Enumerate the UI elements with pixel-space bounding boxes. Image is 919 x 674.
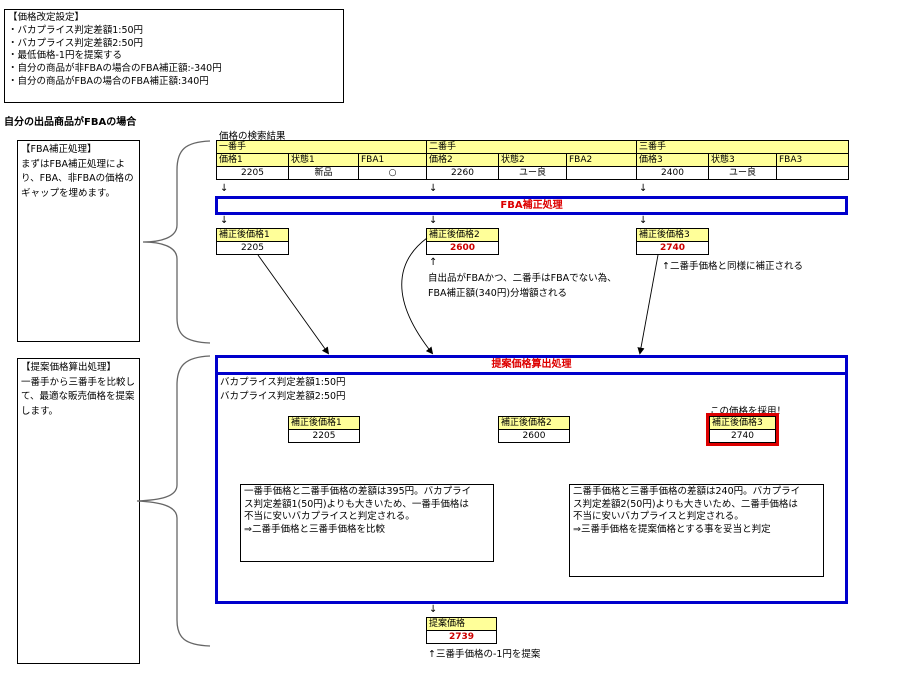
adopt-label: この価格を採用！ [710, 406, 787, 417]
settings-line: ・最低価格-1円を提案する [8, 50, 122, 62]
connector-1 [257, 254, 330, 355]
col-header: 状態1 [288, 153, 359, 167]
rank-3: 三番手 [636, 140, 849, 154]
connector-3 [637, 254, 659, 355]
cell: 2400 [636, 166, 709, 180]
price2-annotation: 自出品がFBAかつ、二番手はFBAでない為、 FBA補正額(340円)分増額され… [428, 271, 617, 301]
price2-annotation-line: FBA補正額(340円)分増額される [428, 288, 568, 299]
brace-fba [142, 140, 211, 344]
col-header: 状態3 [708, 153, 777, 167]
comparison-line: ⇒三番手価格を提案価格とする事を妥当と判定 [573, 523, 771, 535]
down-arrow-icon: ↓ [220, 215, 229, 226]
corrected-label: 補正後価格2 [498, 416, 570, 430]
proposal-price-2: 補正後価格2 2600 [498, 416, 570, 443]
down-arrow-icon: ↓ [429, 215, 438, 226]
scenario-heading: 自分の出品商品がFBAの場合 [4, 117, 137, 128]
down-arrow-icon: ↓ [429, 183, 438, 194]
price3-annotation: ↑二番手価格と同様に補正される [662, 261, 803, 272]
settings-box: 【価格改定設定】 ・バカプライス判定差額1:50円 ・バカプライス判定差額2:5… [4, 9, 344, 103]
corrected-label: 補正後価格1 [288, 416, 360, 430]
comparison-line: 一番手価格と二番手価格の差額は395円。バカプライ [244, 486, 472, 497]
corrected-label: 補正後価格3 [636, 228, 709, 242]
col-header: FBA1 [358, 153, 427, 167]
corrected-price-2: 補正後価格2 2600 [426, 228, 499, 255]
col-header: 価格1 [216, 153, 289, 167]
threshold-line: バカプライス判定差額2:50円 [220, 391, 346, 402]
fba-note-title: 【FBA補正処理】 [21, 144, 97, 155]
cell [566, 166, 637, 180]
col-header: 価格2 [426, 153, 499, 167]
down-arrow-icon: ↓ [429, 604, 438, 615]
price2-annotation-line: 自出品がFBAかつ、二番手はFBAでない為、 [428, 273, 617, 284]
cell: 新品 [288, 166, 359, 180]
cell: ○ [358, 166, 427, 180]
settings-line: ・バカプライス判定差額1:50円 [8, 24, 144, 36]
fba-note-box: 【FBA補正処理】 まずはFBA補正処理により、FBA、非FBAの価格のギャップ… [17, 140, 140, 342]
thresholds: バカプライス判定差額1:50円 バカプライス判定差額2:50円 [218, 375, 845, 405]
corrected-value: 2205 [216, 241, 289, 255]
col-header: FBA3 [776, 153, 849, 167]
fba-note-body: まずはFBA補正処理により、FBA、非FBAの価格のギャップを埋めます。 [21, 158, 134, 199]
proposal-price-3-adopted: 補正後価格3 2740 [706, 413, 779, 446]
header-row: 価格1 状態1 FBA1 価格2 状態2 FBA2 価格3 状態3 FBA3 [216, 153, 849, 167]
rank-row: 一番手 二番手 三番手 [216, 140, 849, 154]
proposal-title-bar: 提案価格算出処理 [218, 358, 845, 375]
settings-title: 【価格改定設定】 [8, 12, 85, 23]
proposal-price-1: 補正後価格1 2205 [288, 416, 360, 443]
search-caption: 価格の検索結果 [219, 131, 286, 142]
corrected-value: 2600 [498, 429, 570, 443]
corrected-value: 2205 [288, 429, 360, 443]
comparison-line: ス判定差額2(50円)よりも大きいため、二番手価格は [573, 498, 798, 510]
corrected-label: 補正後価格2 [426, 228, 499, 242]
corrected-price-1: 補正後価格1 2205 [216, 228, 289, 255]
comparison-line: 二番手価格と三番手価格の差額は240円。バカプライ [573, 486, 801, 497]
cell [776, 166, 849, 180]
comparison-line: ス判定差額1(50円)よりも大きいため、一番手価格は [244, 498, 469, 510]
corrected-label: 補正後価格3 [709, 416, 776, 430]
proposed-price: 提案価格 2739 [426, 617, 497, 644]
down-arrow-icon: ↓ [220, 183, 229, 194]
threshold-line: バカプライス判定差額1:50円 [220, 377, 346, 388]
settings-line: ・自分の商品が非FBAの場合のFBA補正額:-340円 [8, 63, 222, 75]
proposed-price-label: 提案価格 [426, 617, 497, 631]
proposal-note-box: 【提案価格算出処理】 一番手から三番手を比較して、最適な販売価格を提案します。 [17, 358, 140, 664]
rank-2: 二番手 [426, 140, 637, 154]
cell: ユー良 [498, 166, 567, 180]
comparison-line: ⇒二番手価格と三番手価格を比較 [244, 523, 385, 535]
down-arrow-icon: ↓ [639, 183, 648, 194]
search-results-table: 一番手 二番手 三番手 価格1 状態1 FBA1 価格2 状態2 FBA2 価格… [216, 140, 849, 180]
down-arrow-icon: ↓ [639, 215, 648, 226]
settings-line: ・自分の商品がFBAの場合のFBA補正額:340円 [8, 75, 209, 87]
corrected-value: 2740 [636, 241, 709, 255]
comparison-line: 不当に安いバカプライスと判定される。 [573, 511, 744, 522]
proposal-process-title: 提案価格算出処理 [491, 359, 572, 370]
settings-line: ・バカプライス判定差額2:50円 [8, 37, 144, 49]
proposed-price-value: 2739 [426, 630, 497, 644]
comparison-box-1: 一番手価格と二番手価格の差額は395円。バカプライ ス判定差額1(50円)よりも… [240, 484, 494, 562]
proposal-note-body: 一番手から三番手を比較して、最適な販売価格を提案します。 [21, 376, 136, 417]
fba-process-box: FBA補正処理 [215, 196, 848, 215]
proposed-price-note: ↑三番手価格の-1円を提案 [428, 649, 541, 660]
up-arrow-icon: ↑ [429, 257, 438, 268]
brace-proposal [136, 355, 211, 647]
col-header: 価格3 [636, 153, 709, 167]
cell: 2260 [426, 166, 499, 180]
corrected-price-3: 補正後価格3 2740 [636, 228, 709, 255]
comparison-box-2: 二番手価格と三番手価格の差額は240円。バカプライ ス判定差額2(50円)よりも… [569, 484, 824, 577]
col-header: FBA2 [566, 153, 637, 167]
corrected-label: 補正後価格1 [216, 228, 289, 242]
cell: ユー良 [708, 166, 777, 180]
fba-process-title: FBA補正処理 [500, 200, 563, 211]
value-row: 2205 新品 ○ 2260 ユー良 2400 ユー良 [216, 166, 849, 180]
rank-1: 一番手 [216, 140, 427, 154]
corrected-value: 2740 [709, 429, 776, 443]
col-header: 状態2 [498, 153, 567, 167]
proposal-note-title: 【提案価格算出処理】 [21, 362, 117, 373]
corrected-value: 2600 [426, 241, 499, 255]
comparison-line: 不当に安いバカプライスと判定される。 [244, 511, 415, 522]
cell: 2205 [216, 166, 289, 180]
